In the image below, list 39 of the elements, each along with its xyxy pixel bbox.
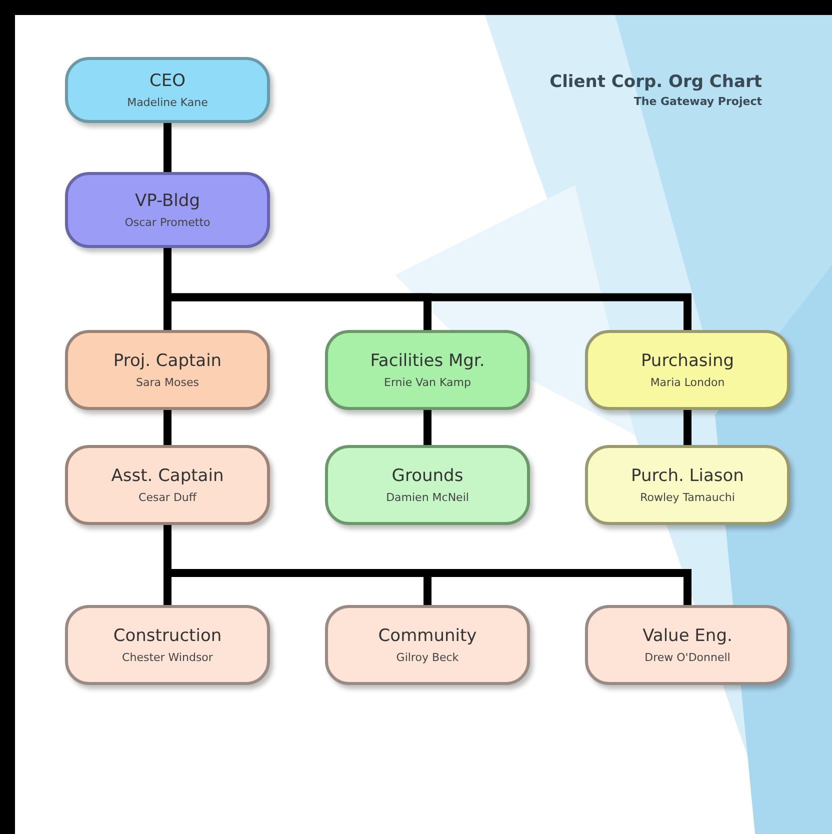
role-title: Value Eng. xyxy=(642,626,732,647)
role-box xyxy=(65,605,270,685)
role-title: Purchasing xyxy=(640,351,734,372)
person-name: Gilroy Beck xyxy=(396,650,459,664)
role-box xyxy=(65,57,270,123)
person-name: Madeline Kane xyxy=(127,96,208,109)
role-title: Facilities Mgr. xyxy=(370,351,485,372)
person-name: Maria London xyxy=(650,376,725,389)
person-name: Rowley Tamauchi xyxy=(640,490,735,504)
role-box xyxy=(585,445,790,525)
connector-line xyxy=(684,410,692,445)
person-name: Cesar Duff xyxy=(138,490,196,504)
role-box xyxy=(585,605,790,685)
role-box xyxy=(65,330,270,410)
person-name: Oscar Prometto xyxy=(124,216,210,229)
person-name: Ernie Van Kamp xyxy=(384,376,471,389)
connector-line xyxy=(164,123,172,172)
person-name: Drew O'Donnell xyxy=(644,650,730,664)
person-name: Chester Windsor xyxy=(122,650,213,664)
role-title: Construction xyxy=(113,626,222,647)
role-title: Community xyxy=(378,626,477,647)
person-name: Damien McNeil xyxy=(386,490,469,504)
chart-subtitle: The Gateway Project xyxy=(634,95,762,108)
role-title: Grounds xyxy=(392,466,464,487)
role-box xyxy=(65,445,270,525)
role-box xyxy=(325,605,530,685)
chart-title: Client Corp. Org Chart xyxy=(550,72,762,92)
role-box xyxy=(325,445,530,525)
role-box xyxy=(65,172,270,248)
connector-line xyxy=(164,410,172,445)
connector-line xyxy=(424,410,432,445)
role-title: VP-Bldg xyxy=(134,191,200,212)
person-name: Sara Moses xyxy=(136,376,199,389)
role-title: Proj. Captain xyxy=(113,351,222,372)
role-title: CEO xyxy=(150,71,186,92)
role-title: Asst. Captain xyxy=(111,466,224,487)
role-box xyxy=(585,330,790,410)
role-title: Purch. Liason xyxy=(631,466,744,487)
role-box xyxy=(325,330,530,410)
